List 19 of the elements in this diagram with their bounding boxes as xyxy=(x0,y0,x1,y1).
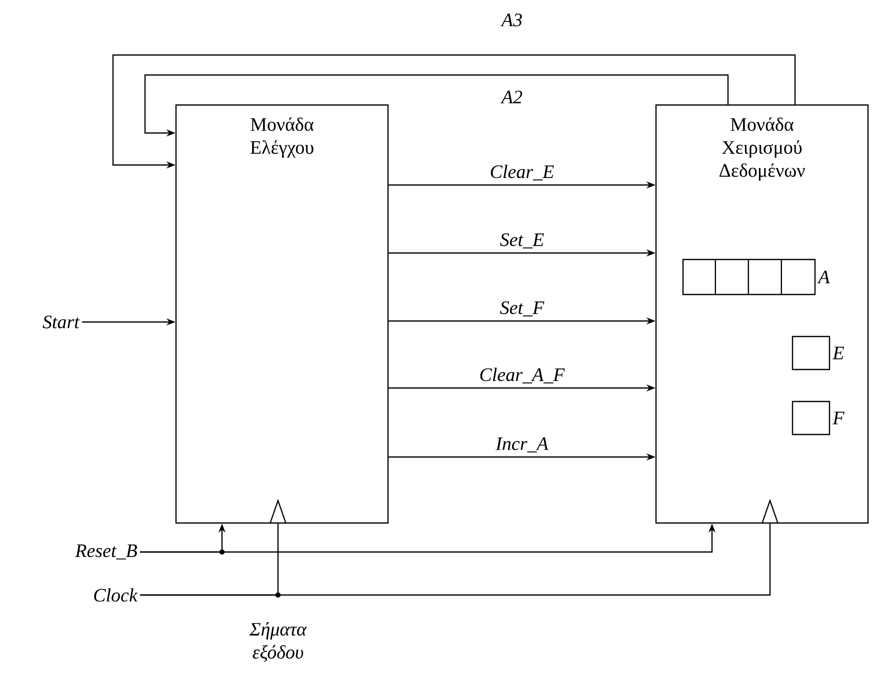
signal-name: Reset_B xyxy=(75,544,137,560)
register-box: A xyxy=(682,258,830,296)
clock-line xyxy=(140,498,779,596)
output-signals-label: Σήματα εξόδου xyxy=(249,622,307,662)
node-label: A xyxy=(817,270,830,284)
edge-label: Clear_A_F xyxy=(478,366,566,384)
unit-box: Μονάδα Ελέγχου xyxy=(175,104,389,524)
register-box: F xyxy=(792,400,844,436)
edge-label: Set_E xyxy=(498,232,546,250)
edge-label: Clear_E xyxy=(488,164,556,182)
node-label: E xyxy=(832,346,844,360)
signal-name: Start xyxy=(42,316,80,328)
edge-label: A3 xyxy=(500,12,524,28)
edge-label: Set_F xyxy=(498,300,546,318)
register-box: E xyxy=(792,336,844,370)
edge-label: A2 xyxy=(500,90,524,104)
node-label: F xyxy=(832,412,844,424)
edge-label: Incr_A xyxy=(494,436,550,454)
signal-name: Clock xyxy=(94,588,138,602)
